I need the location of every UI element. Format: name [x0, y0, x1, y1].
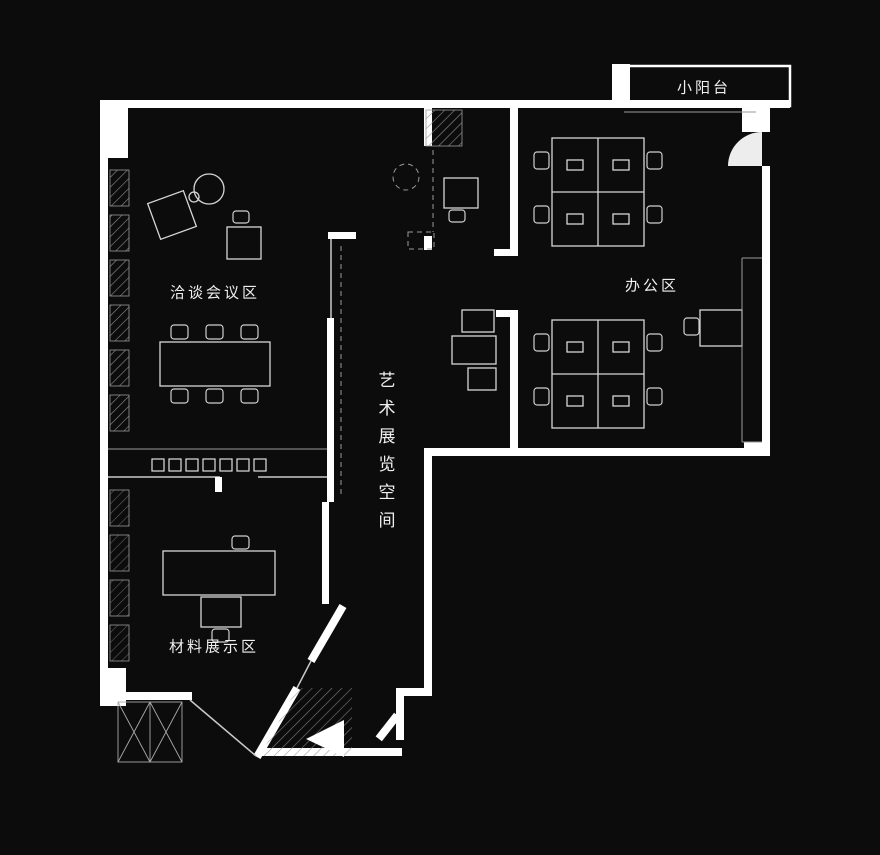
column-hatched [425, 109, 463, 147]
reception-desk [443, 177, 479, 223]
display-row-squares [151, 458, 267, 472]
office-cluster-2 [533, 319, 663, 429]
exterior-walls [100, 100, 790, 760]
window-rail-right [741, 257, 762, 443]
material-furniture [162, 535, 276, 643]
display-band [108, 448, 327, 492]
plant-circle [193, 173, 225, 205]
display-table [162, 550, 276, 596]
entrance-arrow [306, 720, 344, 757]
window-hatch-lower-left [109, 489, 130, 662]
side-table [226, 226, 262, 260]
entry-door-swing [728, 132, 762, 166]
storage-boxes [451, 309, 497, 391]
material-desk [200, 596, 242, 628]
dashed-guides [340, 150, 435, 498]
office-cluster-1 [533, 137, 663, 247]
conference-chairs [170, 324, 259, 404]
balcony-outline [612, 64, 792, 113]
angled-door-leaf [375, 712, 401, 742]
meeting-furniture [146, 173, 271, 404]
office-side-desk [683, 309, 743, 347]
planter-x-boxes [117, 701, 183, 763]
tilted-rug [146, 189, 198, 241]
interior-walls [322, 100, 518, 604]
dashed-circle [392, 163, 420, 191]
conference-table [159, 341, 271, 387]
window-hatch-left [109, 169, 130, 432]
